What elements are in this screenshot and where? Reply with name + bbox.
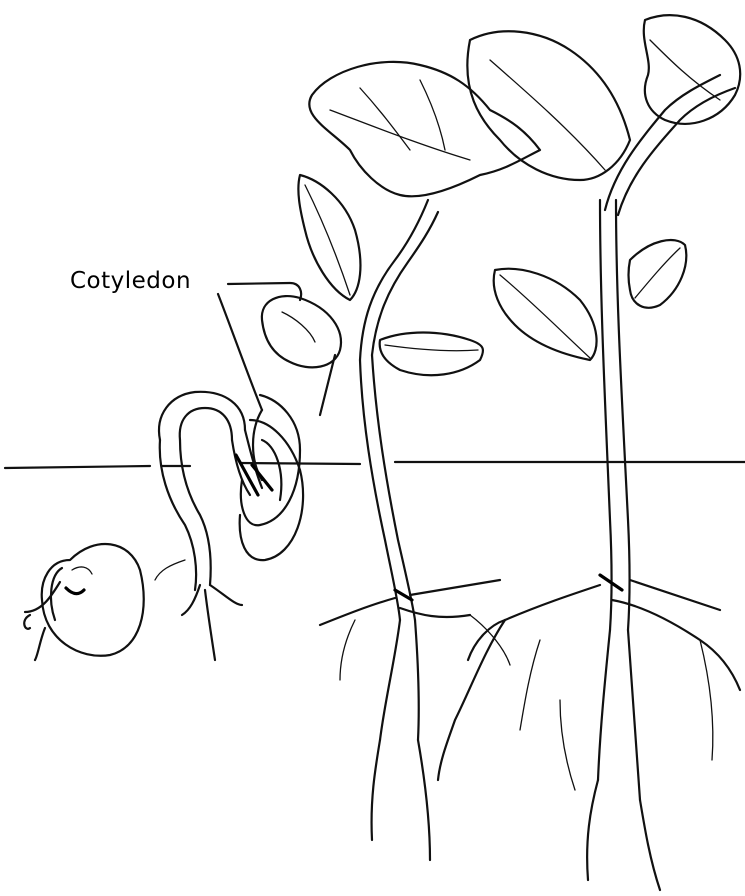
cotyledon-label: Cotyledon bbox=[70, 268, 191, 294]
young-plant-2 bbox=[438, 15, 740, 890]
soil-line bbox=[5, 462, 745, 468]
hook-seedling bbox=[155, 392, 303, 660]
germinating-seed bbox=[24, 544, 144, 660]
cotyledon-leader-line bbox=[218, 283, 301, 410]
